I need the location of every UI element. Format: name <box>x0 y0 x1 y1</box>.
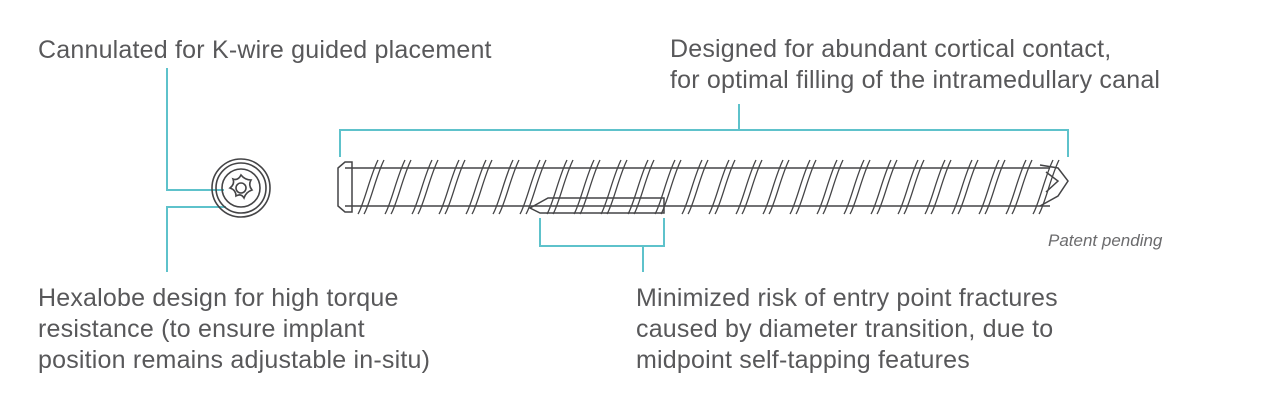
leader-hexalobe <box>166 206 226 272</box>
thread-crest <box>492 159 520 215</box>
patent-note: Patent pending <box>1048 231 1163 250</box>
callout-hexalobe: Hexalobe design for high torque resistan… <box>38 283 430 376</box>
bracket-shaft <box>339 129 1069 157</box>
screw-shaft <box>337 161 1069 214</box>
hexalobe-line-1: Hexalobe design for high torque <box>38 284 399 312</box>
screw-head-end <box>337 161 353 213</box>
thread-crest <box>1005 159 1033 215</box>
cannulated-text: Cannulated for K-wire guided placement <box>38 36 492 64</box>
callout-minimized: Minimized risk of entry point fractures … <box>636 283 1058 376</box>
thread-crest <box>951 159 979 215</box>
cannulation-hole-icon <box>235 182 247 194</box>
designed-line-2: for optimal filling of the intramedullar… <box>670 66 1161 94</box>
thread-crest <box>735 159 763 215</box>
leader-lines <box>166 68 1069 272</box>
thread-crest <box>762 159 790 215</box>
screw-head-end-view <box>211 158 271 218</box>
leader-cannulated <box>166 68 224 191</box>
hexalobe-socket-icon <box>228 173 254 200</box>
thread-crest <box>1032 159 1060 215</box>
hexalobe-line-2: resistance (to ensure implant <box>38 315 365 343</box>
thread-crest <box>546 159 574 215</box>
thread-crest <box>870 159 898 215</box>
thread-crest <box>465 159 493 215</box>
thread-crest <box>627 159 655 215</box>
hexalobe-line-3: position remains adjustable in-situ) <box>38 346 431 374</box>
screw-side-view <box>337 159 1069 215</box>
thread-crest <box>789 159 817 215</box>
minimized-line-3: midpoint self-tapping features <box>636 346 970 374</box>
thread-crest <box>843 159 871 215</box>
thread-crest <box>708 159 736 215</box>
thread-crest <box>681 159 709 215</box>
thread-crest <box>411 159 439 215</box>
thread-crest <box>600 159 628 215</box>
minimized-line-1: Minimized risk of entry point fractures <box>636 284 1058 312</box>
thread-crest <box>816 159 844 215</box>
thread-crest <box>654 159 682 215</box>
thread-crest <box>897 159 925 215</box>
callout-designed: Designed for abundant cortical contact, … <box>670 34 1160 96</box>
thread-crest <box>519 159 547 215</box>
bracket-midpoint <box>539 218 665 247</box>
thread-crest <box>573 159 601 215</box>
designed-line-1: Designed for abundant cortical contact, <box>670 35 1112 63</box>
thread-crest <box>357 159 385 215</box>
thread-crest <box>438 159 466 215</box>
callout-cannulated: Cannulated for K-wire guided placement <box>38 35 492 66</box>
minimized-line-2: caused by diameter transition, due to <box>636 315 1054 343</box>
thread-crest <box>384 159 412 215</box>
screw-tip <box>1039 164 1069 207</box>
self-tapping-flute <box>528 197 665 214</box>
thread-crest <box>924 159 952 215</box>
thread-crest <box>978 159 1006 215</box>
screw-threads <box>357 159 1060 215</box>
